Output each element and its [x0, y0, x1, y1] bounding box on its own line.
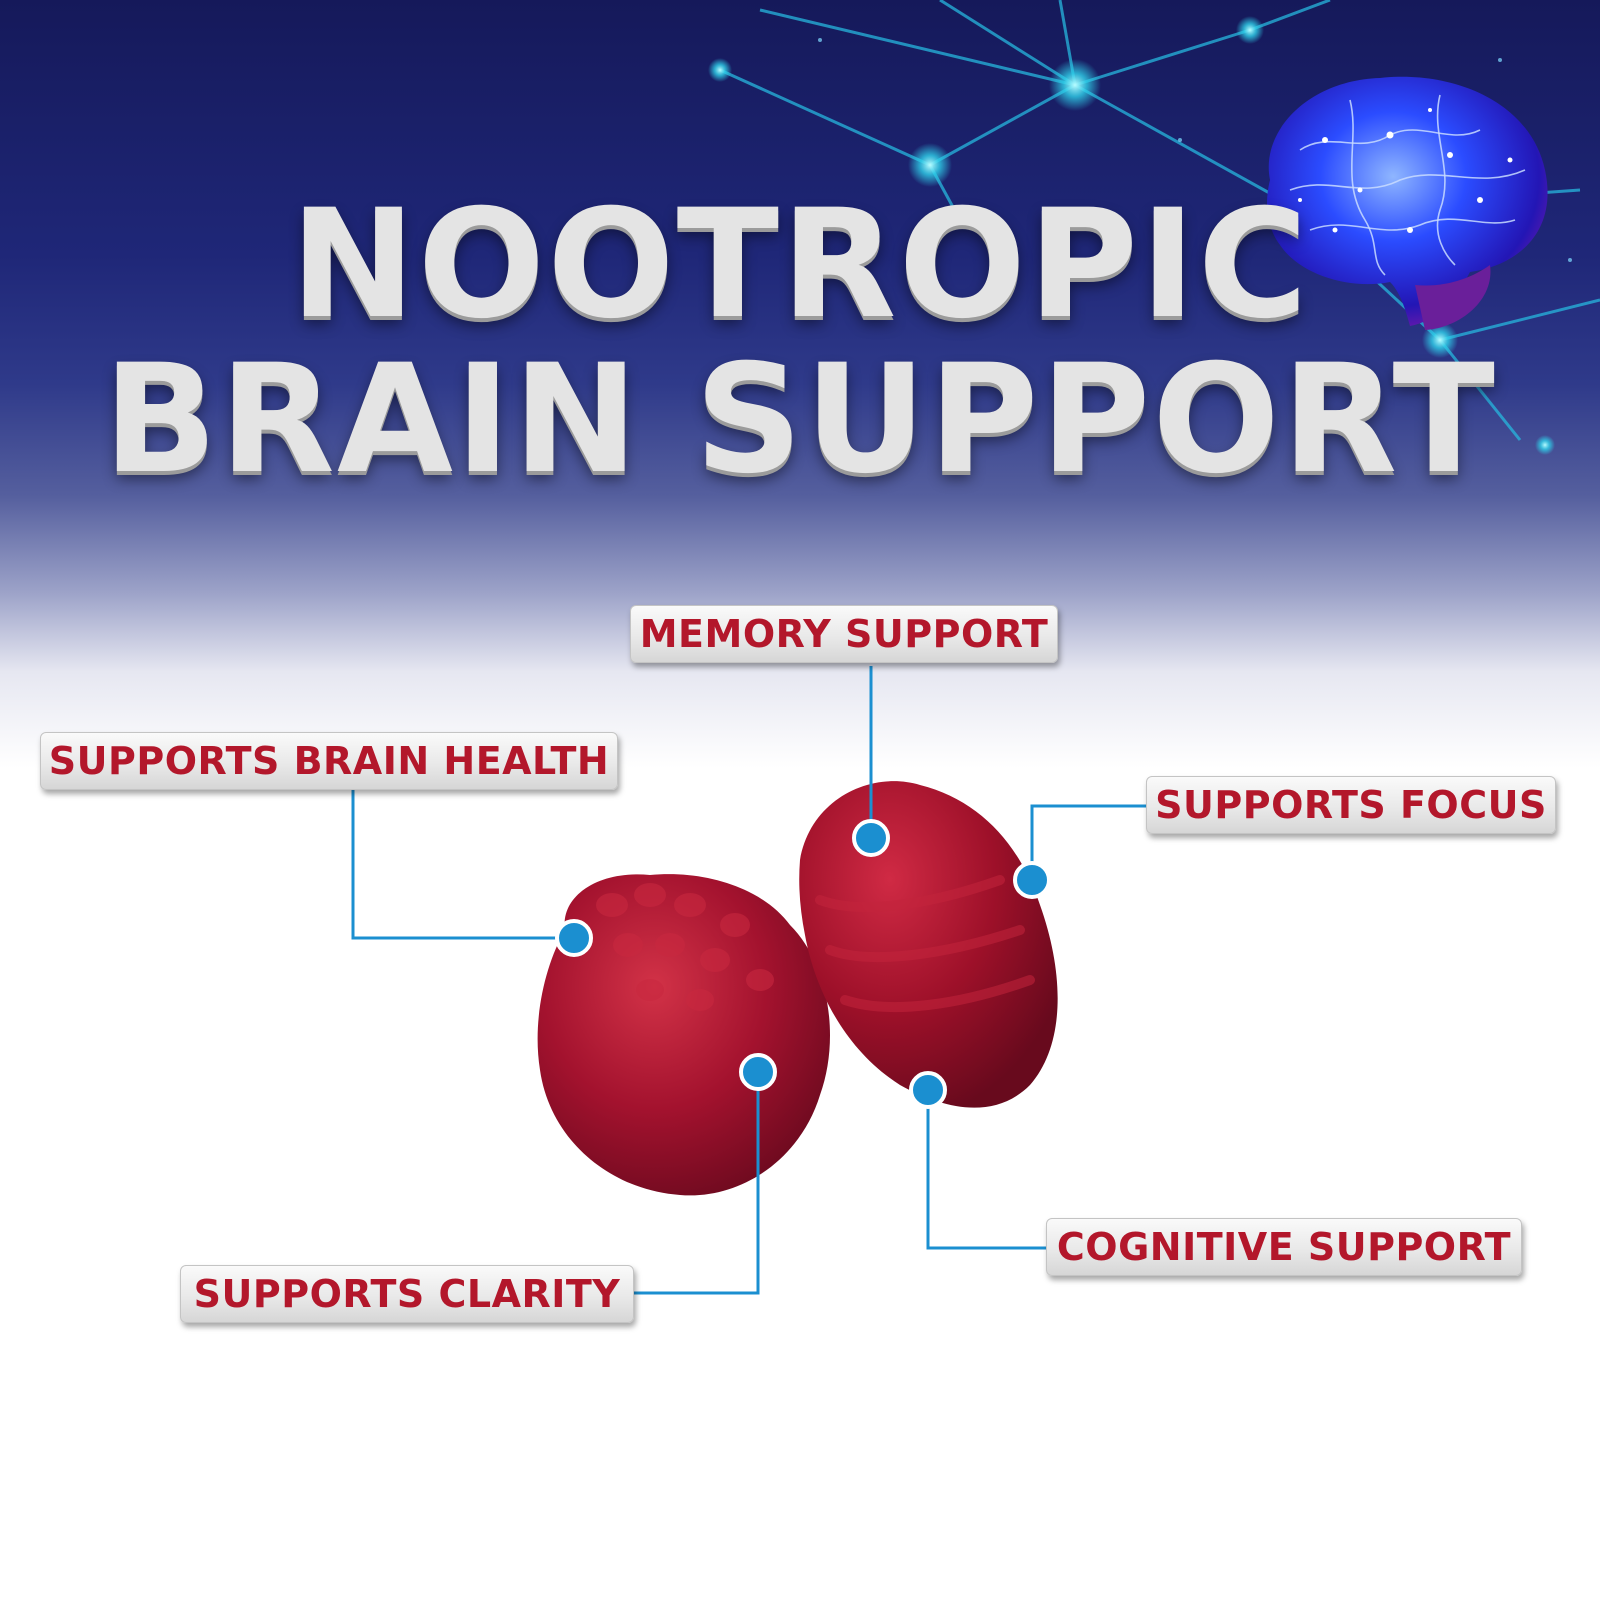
- gummy-right: [799, 781, 1058, 1108]
- callout-dot-brain-health: [555, 919, 593, 957]
- headline-line-2: BRAIN SUPPORT: [103, 333, 1497, 507]
- callout-dot-cognitive: [909, 1071, 947, 1109]
- benefit-label-cognitive: COGNITIVE SUPPORT: [1046, 1218, 1522, 1276]
- headline-line-1: NOOTROPIC: [290, 178, 1310, 352]
- benefit-label-clarity: SUPPORTS CLARITY: [180, 1265, 634, 1323]
- benefit-label-brain-health: SUPPORTS BRAIN HEALTH: [40, 732, 618, 790]
- callout-dot-memory: [852, 819, 890, 857]
- callout-dot-focus: [1013, 861, 1051, 899]
- benefit-label-focus: SUPPORTS FOCUS: [1146, 776, 1556, 834]
- brain-icon: [1267, 76, 1548, 330]
- benefit-label-memory: MEMORY SUPPORT: [630, 605, 1058, 663]
- callout-dot-clarity: [739, 1053, 777, 1091]
